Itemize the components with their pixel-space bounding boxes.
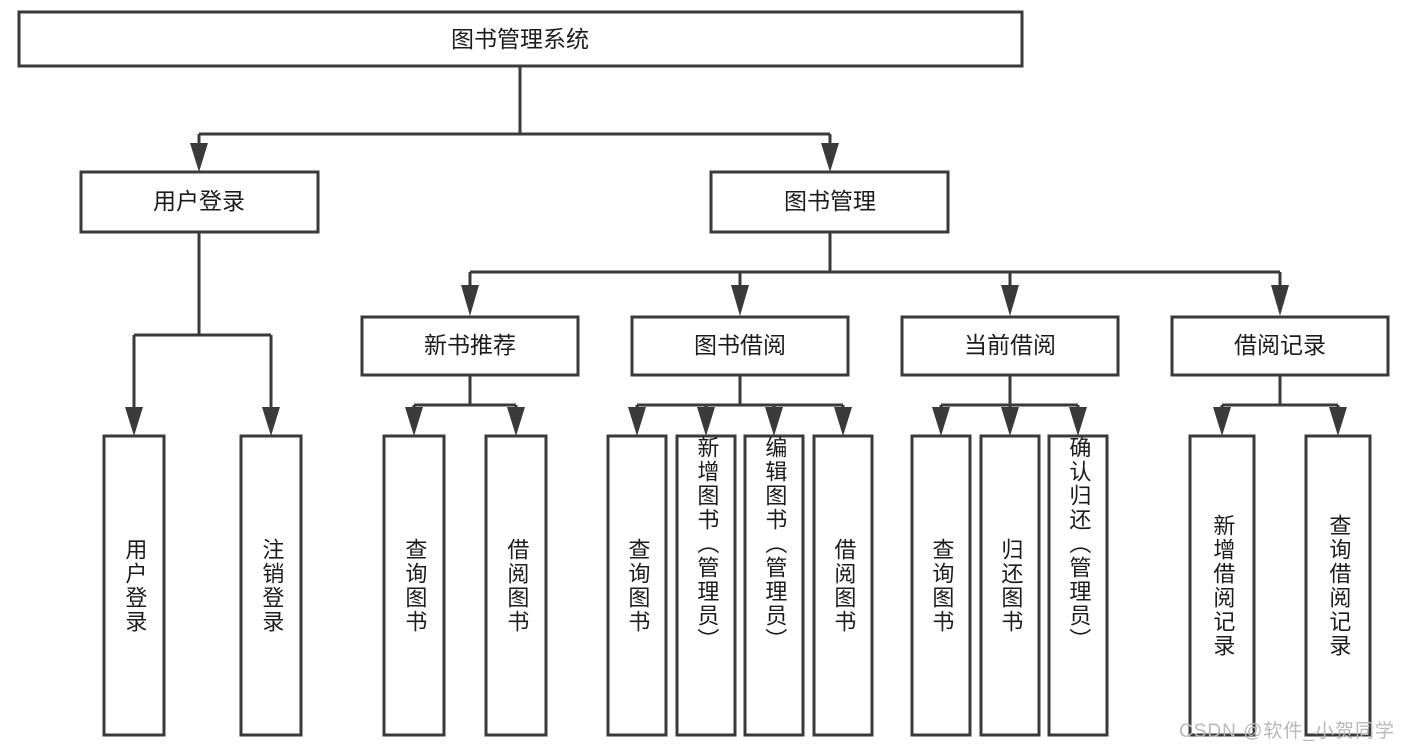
node-user-login-box[interactable] bbox=[79, 170, 320, 234]
csdn-watermark: CSDN @软件_小贺同学 bbox=[1179, 721, 1395, 742]
arrow-cb-c3 bbox=[1069, 407, 1087, 436]
node-book-borrow-box[interactable] bbox=[630, 315, 850, 377]
node-root-box[interactable] bbox=[17, 10, 1024, 68]
node-leaf-return-book-box[interactable] bbox=[979, 434, 1041, 737]
arrow-user-login-c1 bbox=[125, 407, 143, 436]
arrow-bb-c1 bbox=[628, 407, 646, 436]
node-borrow-record-box[interactable] bbox=[1170, 315, 1390, 377]
connector-group-borrow-record bbox=[1213, 375, 1347, 436]
arrow-bm-to-borrow-record bbox=[1271, 285, 1289, 316]
arrow-bb-c2 bbox=[697, 407, 715, 436]
node-book-manage[interactable]: 图书管理 bbox=[709, 170, 950, 234]
connector-group-book-manage bbox=[461, 232, 1289, 316]
arrow-nbr-c1 bbox=[405, 407, 423, 436]
arrow-user-login-c2 bbox=[262, 407, 280, 436]
arrow-root-to-user-login bbox=[190, 143, 208, 172]
node-root-label: 图书管理系统 bbox=[451, 26, 589, 52]
node-book-borrow[interactable]: 图书借阅 bbox=[630, 315, 850, 377]
node-leaf-edit-book-box[interactable] bbox=[743, 434, 805, 737]
connector-group-user-login bbox=[125, 232, 280, 436]
node-leaf-add-record-box[interactable] bbox=[1188, 434, 1256, 737]
arrow-bb-c4 bbox=[834, 407, 852, 436]
connector-group-new-book-recommend bbox=[405, 375, 525, 436]
node-leaf-user-login-box[interactable] bbox=[102, 434, 166, 737]
node-leaf-logout-login-box[interactable] bbox=[239, 434, 303, 737]
arrow-br-c2 bbox=[1329, 407, 1347, 436]
node-current-borrow-label: 当前借阅 bbox=[964, 332, 1056, 358]
node-book-borrow-label: 图书借阅 bbox=[694, 332, 786, 358]
node-book-manage-box[interactable] bbox=[709, 170, 950, 234]
connector-group-book-borrow bbox=[628, 375, 852, 436]
node-new-book-recommend[interactable]: 新书推荐 bbox=[360, 315, 580, 377]
node-leaf-borrow-book-1-box[interactable] bbox=[484, 434, 548, 737]
node-root[interactable]: 图书管理系统 bbox=[17, 10, 1024, 68]
arrow-br-c1 bbox=[1213, 407, 1231, 436]
node-leaf-add-book-box[interactable] bbox=[675, 434, 737, 737]
arrow-root-to-book-manage bbox=[821, 143, 839, 172]
node-leaf-confirm-return-box[interactable] bbox=[1047, 434, 1109, 737]
arrow-nbr-c2 bbox=[507, 407, 525, 436]
node-user-login[interactable]: 用户登录 bbox=[79, 170, 320, 234]
node-new-book-recommend-box[interactable] bbox=[360, 315, 580, 377]
node-leaf-query-book-3-box[interactable] bbox=[910, 434, 972, 737]
node-leaf-query-record-box[interactable] bbox=[1304, 434, 1372, 737]
arrow-bb-c3 bbox=[765, 407, 783, 436]
connector-group-current-borrow bbox=[932, 375, 1087, 436]
arrow-bm-to-book-borrow bbox=[731, 285, 749, 316]
connector-group-root bbox=[190, 66, 839, 172]
node-borrow-record[interactable]: 借阅记录 bbox=[1170, 315, 1390, 377]
node-user-login-label: 用户登录 bbox=[153, 188, 245, 214]
node-current-borrow-box[interactable] bbox=[900, 315, 1120, 377]
node-leaf-query-book-1-box[interactable] bbox=[382, 434, 446, 737]
node-leaf-query-book-2-box[interactable] bbox=[606, 434, 668, 737]
arrow-cb-c2 bbox=[1001, 407, 1019, 436]
node-leaf-borrow-book-2-box[interactable] bbox=[812, 434, 874, 737]
node-current-borrow[interactable]: 当前借阅 bbox=[900, 315, 1120, 377]
arrow-cb-c1 bbox=[932, 407, 950, 436]
node-borrow-record-label: 借阅记录 bbox=[1234, 332, 1326, 358]
arrow-bm-to-current-borrow bbox=[1001, 285, 1019, 316]
arrow-bm-to-new-book-recommend bbox=[461, 285, 479, 316]
node-book-manage-label: 图书管理 bbox=[784, 188, 876, 214]
node-new-book-recommend-label: 新书推荐 bbox=[424, 332, 516, 358]
